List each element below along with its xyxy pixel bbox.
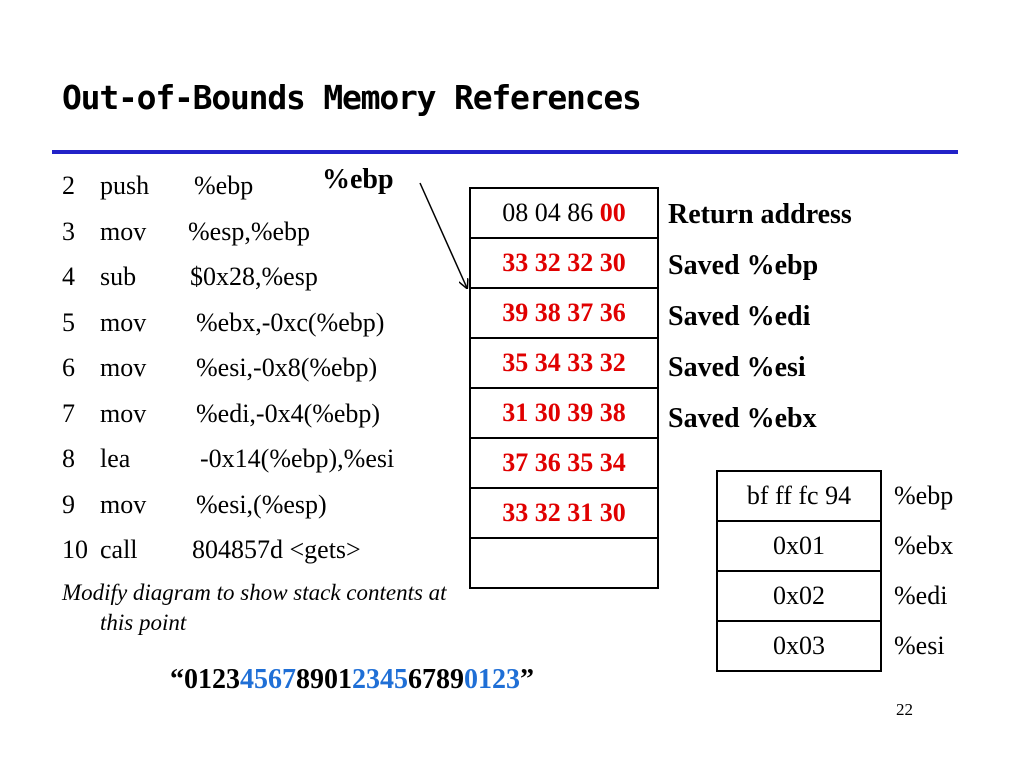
opcode: call	[100, 535, 138, 564]
stack-cell: 33 32 31 30	[469, 487, 659, 539]
opcode: mov	[100, 489, 147, 519]
operands: %ebp	[194, 171, 254, 200]
stack-cell-red: 33 32 31 30	[502, 498, 626, 527]
stack-cell-empty	[469, 537, 659, 589]
code-line: 9 mov %esi,(%esp)	[62, 489, 482, 535]
code-line: 6 mov %esi,-0x8(%ebp)	[62, 352, 482, 398]
input-chunk: 2345	[352, 664, 408, 695]
register-value: bf ff fc 94	[716, 470, 882, 522]
opcode: mov	[100, 216, 147, 246]
line-number: 7	[62, 398, 75, 428]
line-number: 10	[62, 535, 88, 564]
register-value: 0x02	[716, 570, 882, 622]
input-chunk: 0123	[184, 664, 240, 695]
code-line: 10 call 804857d <gets>	[62, 534, 482, 580]
slide-title: Out-of-Bounds Memory References	[62, 78, 642, 117]
opcode: mov	[100, 398, 147, 428]
line-number: 4	[62, 262, 75, 291]
operands: -0x14(%ebp),%esi	[200, 444, 395, 473]
ebp-pointer-label: %ebp	[322, 164, 394, 195]
stack-label: Saved %edi	[668, 301, 811, 332]
title-divider	[52, 150, 958, 154]
code-line: 8 lea -0x14(%ebp),%esi	[62, 443, 482, 489]
assembly-listing: 2 push %ebp 3 mov %esp,%ebp 4 sub $0x28,%esp 5…	[62, 170, 482, 580]
operands: %edi,-0x4(%ebp)	[196, 398, 381, 428]
code-line: 5 mov %ebx,-0xc(%ebp)	[62, 307, 482, 353]
register-value: 0x03	[716, 620, 882, 672]
opcode: mov	[100, 353, 147, 382]
close-quote: ”	[520, 664, 534, 695]
operands: %ebx,-0xc(%ebp)	[196, 307, 385, 337]
register-name: %ebp	[894, 481, 954, 510]
line-number: 6	[62, 353, 75, 382]
stack-cell: 08 04 86 00	[469, 187, 659, 239]
stack-cell-red: 31 30 39 38	[502, 398, 626, 427]
register-name: %esi	[894, 631, 945, 660]
line-number: 2	[62, 171, 75, 200]
operands: %esp,%ebp	[188, 216, 311, 246]
operands: %esi,(%esp)	[196, 489, 327, 519]
stack-cell-red: 39 38 37 36	[502, 298, 626, 327]
register-name: %ebx	[894, 531, 954, 560]
stack-diagram: 08 04 86 00 33 32 32 30 39 38 37 36 35 3…	[469, 187, 659, 589]
opcode: mov	[100, 307, 147, 337]
instruction-note: Modify diagram to show stack contents at…	[62, 580, 447, 635]
stack-cell: 33 32 32 30	[469, 237, 659, 289]
input-chunk: 6789	[408, 664, 464, 695]
line-number: 9	[62, 489, 75, 519]
operands: 804857d <gets>	[192, 535, 361, 564]
register-table: bf ff fc 94 %ebp 0x01 %ebx 0x02 %edi 0x03 %e…	[716, 470, 955, 672]
opcode: sub	[100, 262, 137, 291]
code-line: 3 mov %esp,%ebp	[62, 216, 482, 262]
stack-cell: 31 30 39 38	[469, 387, 659, 439]
stack-label: Saved %esi	[668, 352, 806, 383]
stack-cell: 39 38 37 36	[469, 287, 659, 339]
stack-cell: 35 34 33 32	[469, 337, 659, 389]
stack-cell-red: 37 36 35 34	[502, 448, 626, 477]
stack-cell-red: 33 32 32 30	[502, 248, 626, 277]
code-line: 4 sub $0x28,%esp	[62, 261, 482, 307]
page-number: 22	[896, 700, 913, 719]
stack-cell: 37 36 35 34	[469, 437, 659, 489]
open-quote: “	[170, 664, 184, 695]
stack-labels: Return address Saved %ebp Saved %edi Sav…	[668, 190, 852, 445]
input-chunk: 8901	[296, 664, 352, 695]
stack-cell-red: 00	[599, 198, 626, 227]
stack-cell-red: 35 34 33 32	[502, 348, 626, 377]
stack-label: Return address	[668, 199, 852, 230]
opcode: lea	[100, 444, 131, 473]
stack-label: Saved %ebx	[668, 403, 817, 434]
line-number: 8	[62, 444, 75, 473]
opcode: push	[100, 171, 150, 200]
operands: $0x28,%esp	[190, 262, 318, 291]
line-number: 3	[62, 216, 75, 246]
stack-cell-prefix: 08 04 86	[502, 198, 600, 227]
operands: %esi,-0x8(%ebp)	[196, 353, 378, 382]
input-chunk: 4567	[240, 664, 296, 695]
input-chunk: 0123	[464, 664, 520, 695]
code-line: 7 mov %edi,-0x4(%ebp)	[62, 398, 482, 444]
register-value: 0x01	[716, 520, 882, 572]
register-name: %edi	[894, 581, 948, 610]
line-number: 5	[62, 307, 75, 337]
code-line: 2 push %ebp	[62, 170, 482, 216]
input-string: “012345678901234567890123”	[170, 664, 534, 696]
stack-label: Saved %ebp	[668, 250, 819, 281]
